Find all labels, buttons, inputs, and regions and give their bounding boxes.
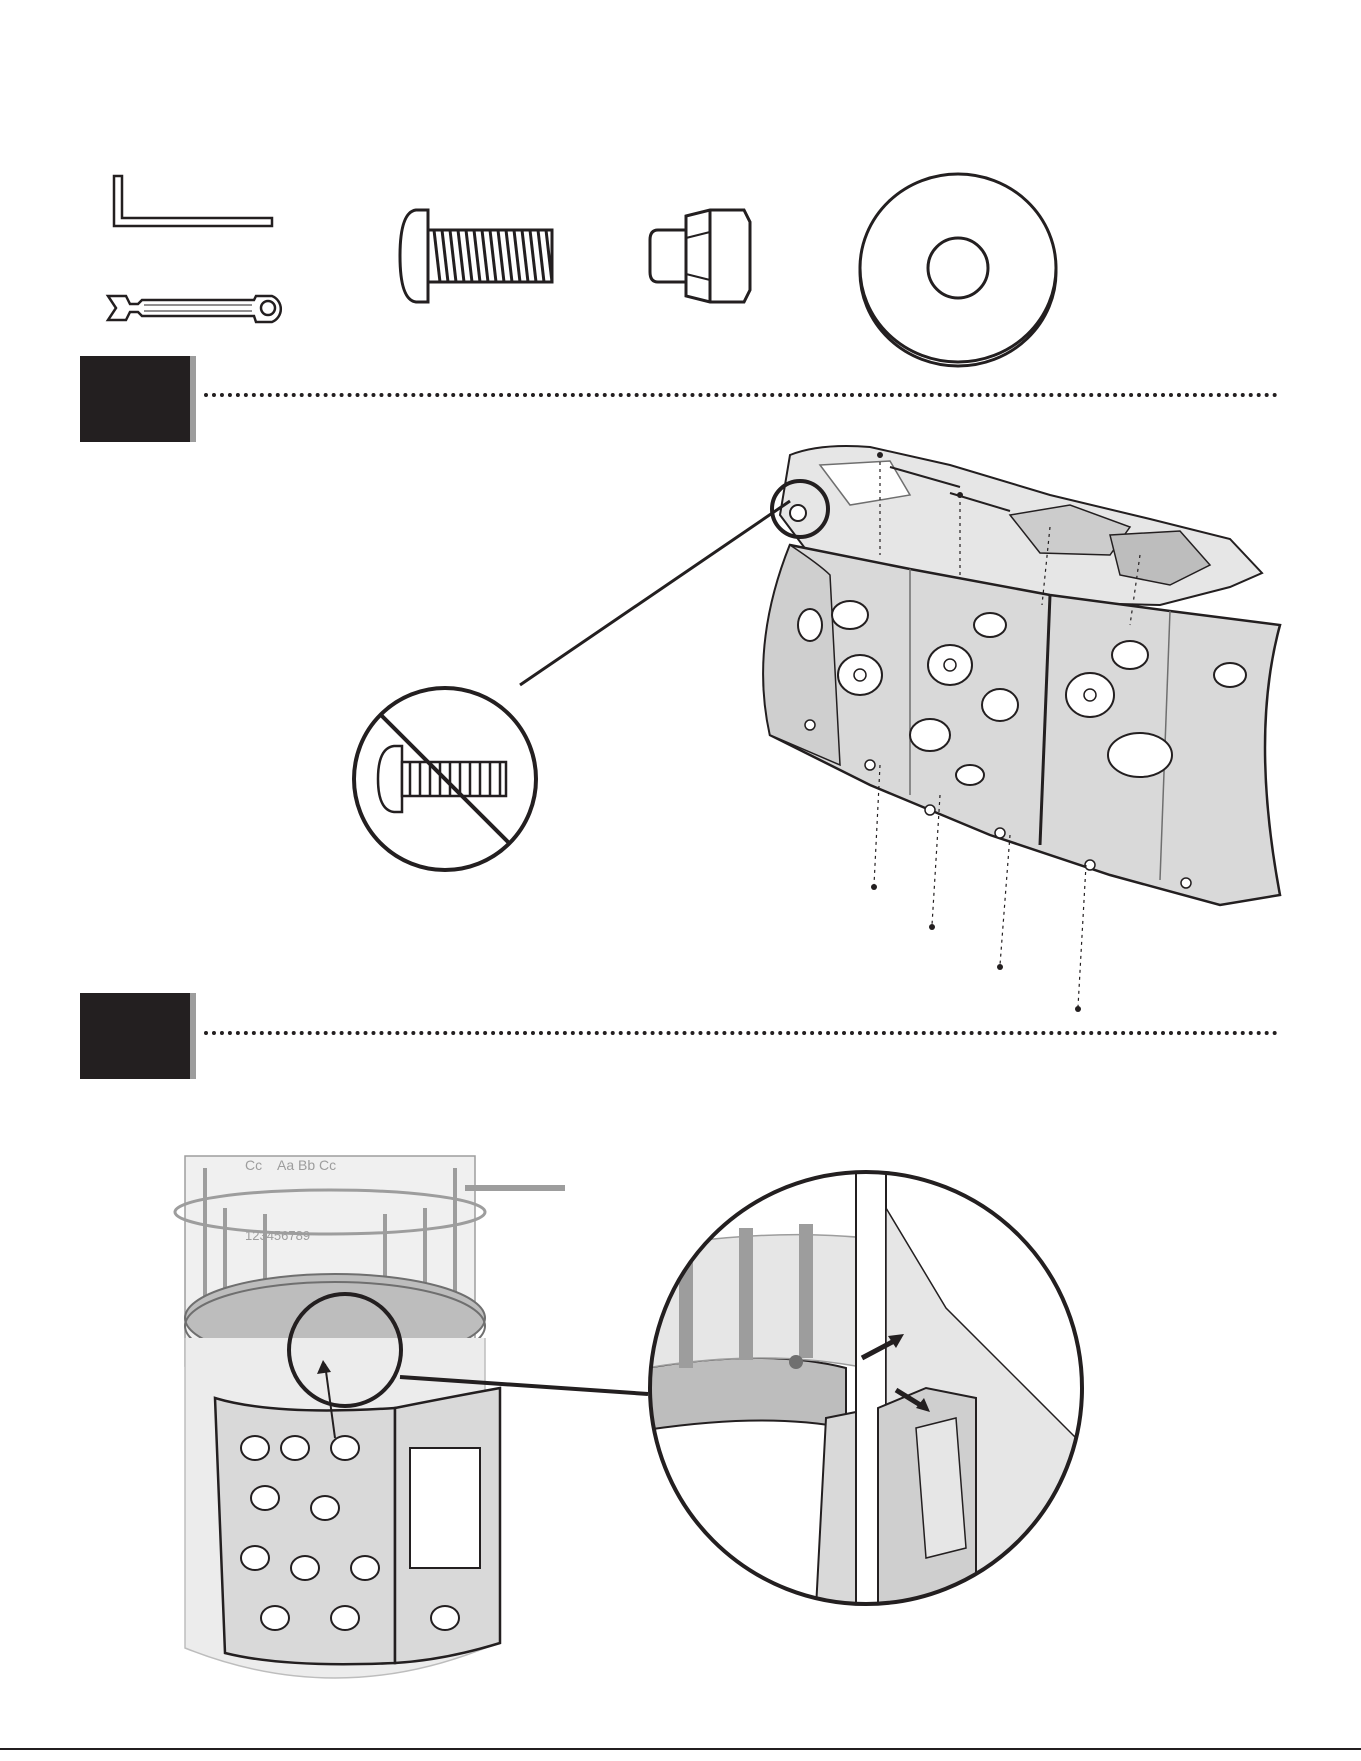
- page-bottom-rule: [0, 1748, 1361, 1750]
- detail-magnification: [646, 1168, 1086, 1608]
